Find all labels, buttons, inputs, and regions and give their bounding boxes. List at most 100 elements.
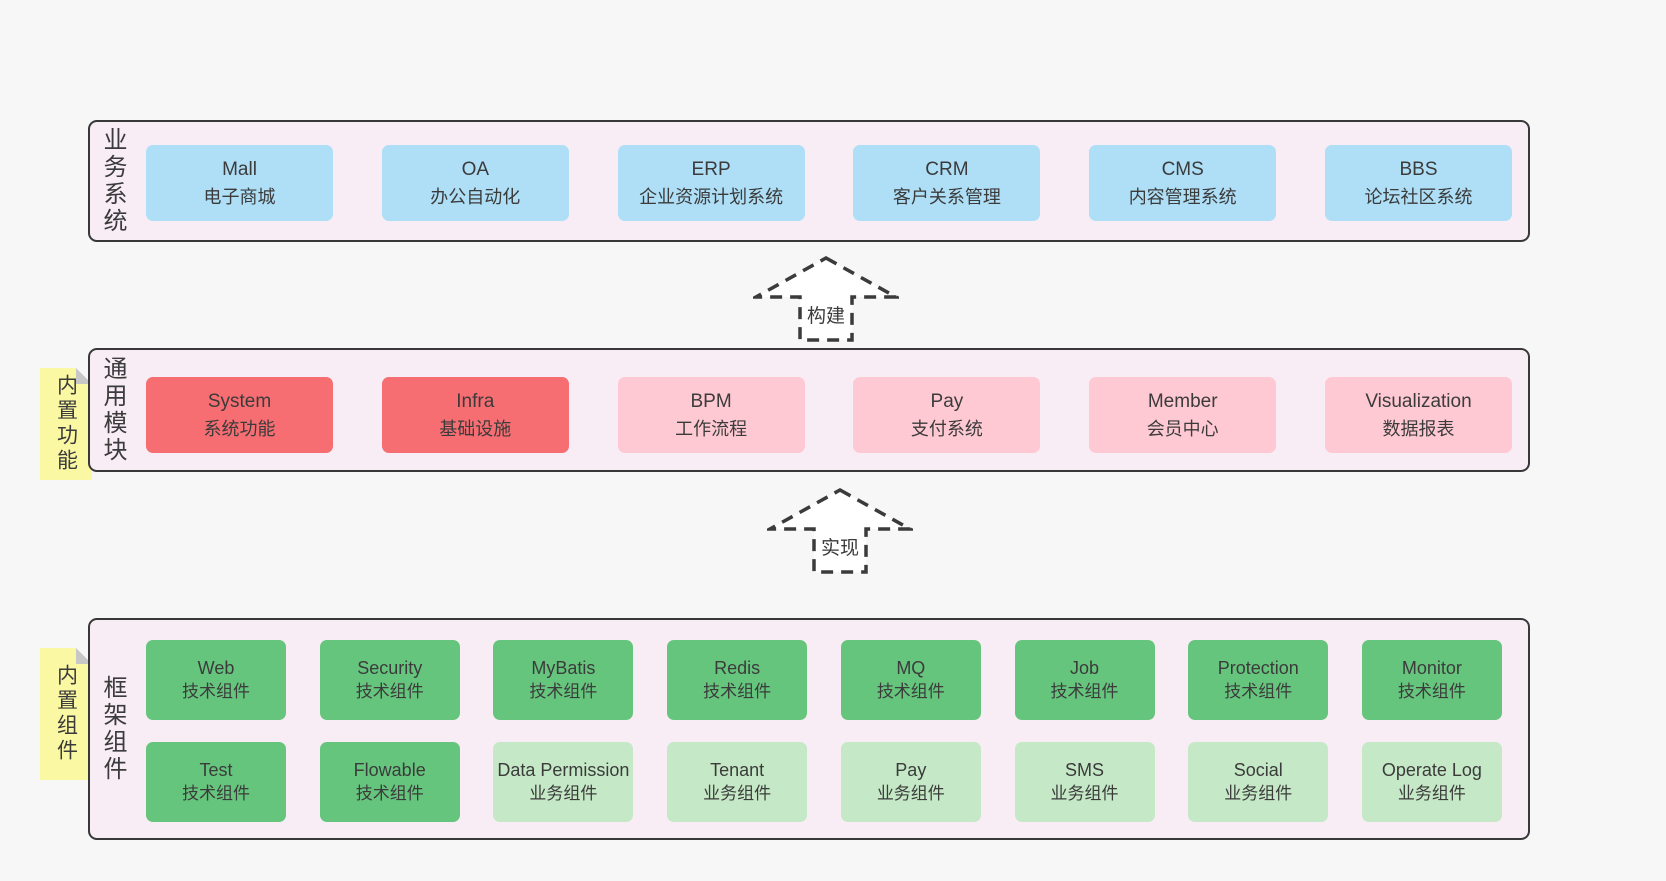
box-title: Pay [930, 391, 964, 413]
box-title: BPM [690, 391, 732, 413]
box-erp: ERP 企业资源计划系统 [617, 145, 805, 221]
box-title: Operate Log [1381, 760, 1482, 781]
box-subtitle: 技术组件 [182, 681, 250, 701]
box-title: Visualization [1365, 391, 1472, 413]
box-subtitle: 技术组件 [703, 681, 772, 701]
box-title: MQ [896, 658, 926, 679]
box-title: Monitor [1401, 658, 1462, 679]
box-subtitle: 系统功能 [203, 418, 276, 439]
box-subtitle: 业务组件 [1224, 783, 1293, 803]
box-title: Redis [714, 658, 761, 679]
band-common-modules: 通用模块 System 系统功能 Infra 基础设施 BPM 工作流程 Pay… [88, 348, 1530, 472]
box-bbs: BBS 论坛社区系统 [1324, 145, 1512, 221]
box-title: Job [1070, 658, 1100, 679]
arrow-build: 构建 [753, 255, 899, 343]
box-subtitle: 业务组件 [529, 783, 598, 803]
box-subtitle: 技术组件 [529, 681, 598, 701]
band-business-systems-label: 业务系统 [99, 127, 126, 235]
box-subtitle: 内容管理系统 [1128, 186, 1237, 207]
box-crm: CRM 客户关系管理 [853, 145, 1041, 221]
box-visualization: Visualization 数据报表 [1324, 377, 1512, 453]
box-subtitle: 技术组件 [1224, 681, 1293, 701]
box-title: Data Permission [497, 760, 630, 781]
box-title: MyBatis [531, 658, 596, 679]
box-title: Member [1147, 391, 1218, 413]
sticky-built-in-features-label: 内置功能 [54, 374, 78, 474]
box-title: Tenant [710, 760, 765, 781]
arrow-build-label: 构建 [803, 300, 849, 328]
box-title: CRM [925, 159, 969, 181]
box-redis: Redis 技术组件 [667, 640, 808, 720]
box-sms: SMS 业务组件 [1014, 742, 1155, 822]
framework-components-row-1: Web 技术组件 Security 技术组件 MyBatis 技术组件 Redi… [146, 640, 1502, 720]
box-web: Web 技术组件 [146, 640, 286, 720]
dashed-up-arrow-icon [767, 487, 913, 574]
box-title: BBS [1399, 159, 1438, 181]
box-cms: CMS 内容管理系统 [1089, 145, 1277, 221]
box-subtitle: 技术组件 [355, 681, 424, 701]
business-systems-row: Mall 电子商城 OA 办公自动化 ERP 企业资源计划系统 CRM 客户关系… [146, 145, 1512, 221]
band-common-modules-label: 通用模块 [99, 356, 126, 464]
box-subtitle: 会员中心 [1146, 418, 1219, 439]
box-subtitle: 业务组件 [1050, 783, 1119, 803]
box-title: OA [461, 159, 490, 181]
box-bpm: BPM 工作流程 [617, 377, 805, 453]
box-data-permission: Data Permission 业务组件 [493, 742, 634, 822]
box-subtitle: 工作流程 [675, 418, 748, 439]
box-subtitle: 办公自动化 [430, 186, 521, 207]
box-subtitle: 论坛社区系统 [1364, 186, 1473, 207]
sticky-built-in-components: 内置组件 [40, 648, 92, 780]
box-subtitle: 技术组件 [1050, 681, 1119, 701]
box-title: ERP [691, 159, 731, 181]
box-operate-log: Operate Log 业务组件 [1361, 742, 1502, 822]
box-title: SMS [1065, 760, 1105, 781]
band-framework-components-label: 框架组件 [99, 675, 126, 783]
box-title: Protection [1217, 658, 1299, 679]
box-subtitle: 企业资源计划系统 [639, 186, 784, 207]
box-subtitle: 业务组件 [1397, 783, 1466, 803]
box-mq: MQ 技术组件 [840, 640, 981, 720]
box-subtitle: 支付系统 [910, 418, 983, 439]
box-system: System 系统功能 [146, 377, 333, 453]
arrow-implement-label: 实现 [817, 532, 863, 560]
box-job: Job 技术组件 [1014, 640, 1155, 720]
box-title: Mall [222, 159, 257, 181]
box-mall: Mall 电子商城 [146, 145, 333, 221]
box-title: Flowable [353, 760, 426, 781]
box-social: Social 业务组件 [1188, 742, 1329, 822]
box-protection: Protection 技术组件 [1188, 640, 1329, 720]
box-subtitle: 业务组件 [876, 783, 945, 803]
sticky-built-in-features: 内置功能 [40, 368, 92, 480]
band-framework-components: 框架组件 Web 技术组件 Security 技术组件 MyBatis 技术组件… [88, 618, 1530, 840]
box-monitor: Monitor 技术组件 [1361, 640, 1502, 720]
box-title: Pay [895, 760, 927, 781]
dashed-up-arrow-icon [753, 255, 899, 342]
box-pay-component: Pay 业务组件 [840, 742, 981, 822]
box-subtitle: 业务组件 [703, 783, 772, 803]
box-test: Test 技术组件 [146, 742, 286, 822]
framework-components-row-2: Test 技术组件 Flowable 技术组件 Data Permission … [146, 742, 1502, 822]
box-subtitle: 技术组件 [876, 681, 945, 701]
box-subtitle: 技术组件 [1397, 681, 1466, 701]
box-member: Member 会员中心 [1089, 377, 1277, 453]
box-title: System [207, 391, 272, 413]
box-title: Security [357, 658, 423, 679]
box-oa: OA 办公自动化 [381, 145, 569, 221]
box-title: Web [197, 658, 235, 679]
box-subtitle: 电子商城 [203, 186, 276, 207]
box-title: CMS [1161, 159, 1204, 181]
box-title: Infra [456, 391, 495, 413]
band-business-systems: 业务系统 Mall 电子商城 OA 办公自动化 ERP 企业资源计划系统 CRM… [88, 120, 1530, 242]
box-title: Social [1233, 760, 1283, 781]
box-subtitle: 数据报表 [1382, 418, 1455, 439]
box-subtitle: 技术组件 [355, 783, 424, 803]
box-security: Security 技术组件 [319, 640, 460, 720]
sticky-built-in-components-label: 内置组件 [54, 664, 78, 764]
box-subtitle: 基础设施 [439, 418, 512, 439]
box-subtitle: 客户关系管理 [892, 186, 1001, 207]
box-flowable: Flowable 技术组件 [319, 742, 460, 822]
box-pay: Pay 支付系统 [853, 377, 1041, 453]
box-infra: Infra 基础设施 [381, 377, 569, 453]
box-title: Test [199, 760, 233, 781]
